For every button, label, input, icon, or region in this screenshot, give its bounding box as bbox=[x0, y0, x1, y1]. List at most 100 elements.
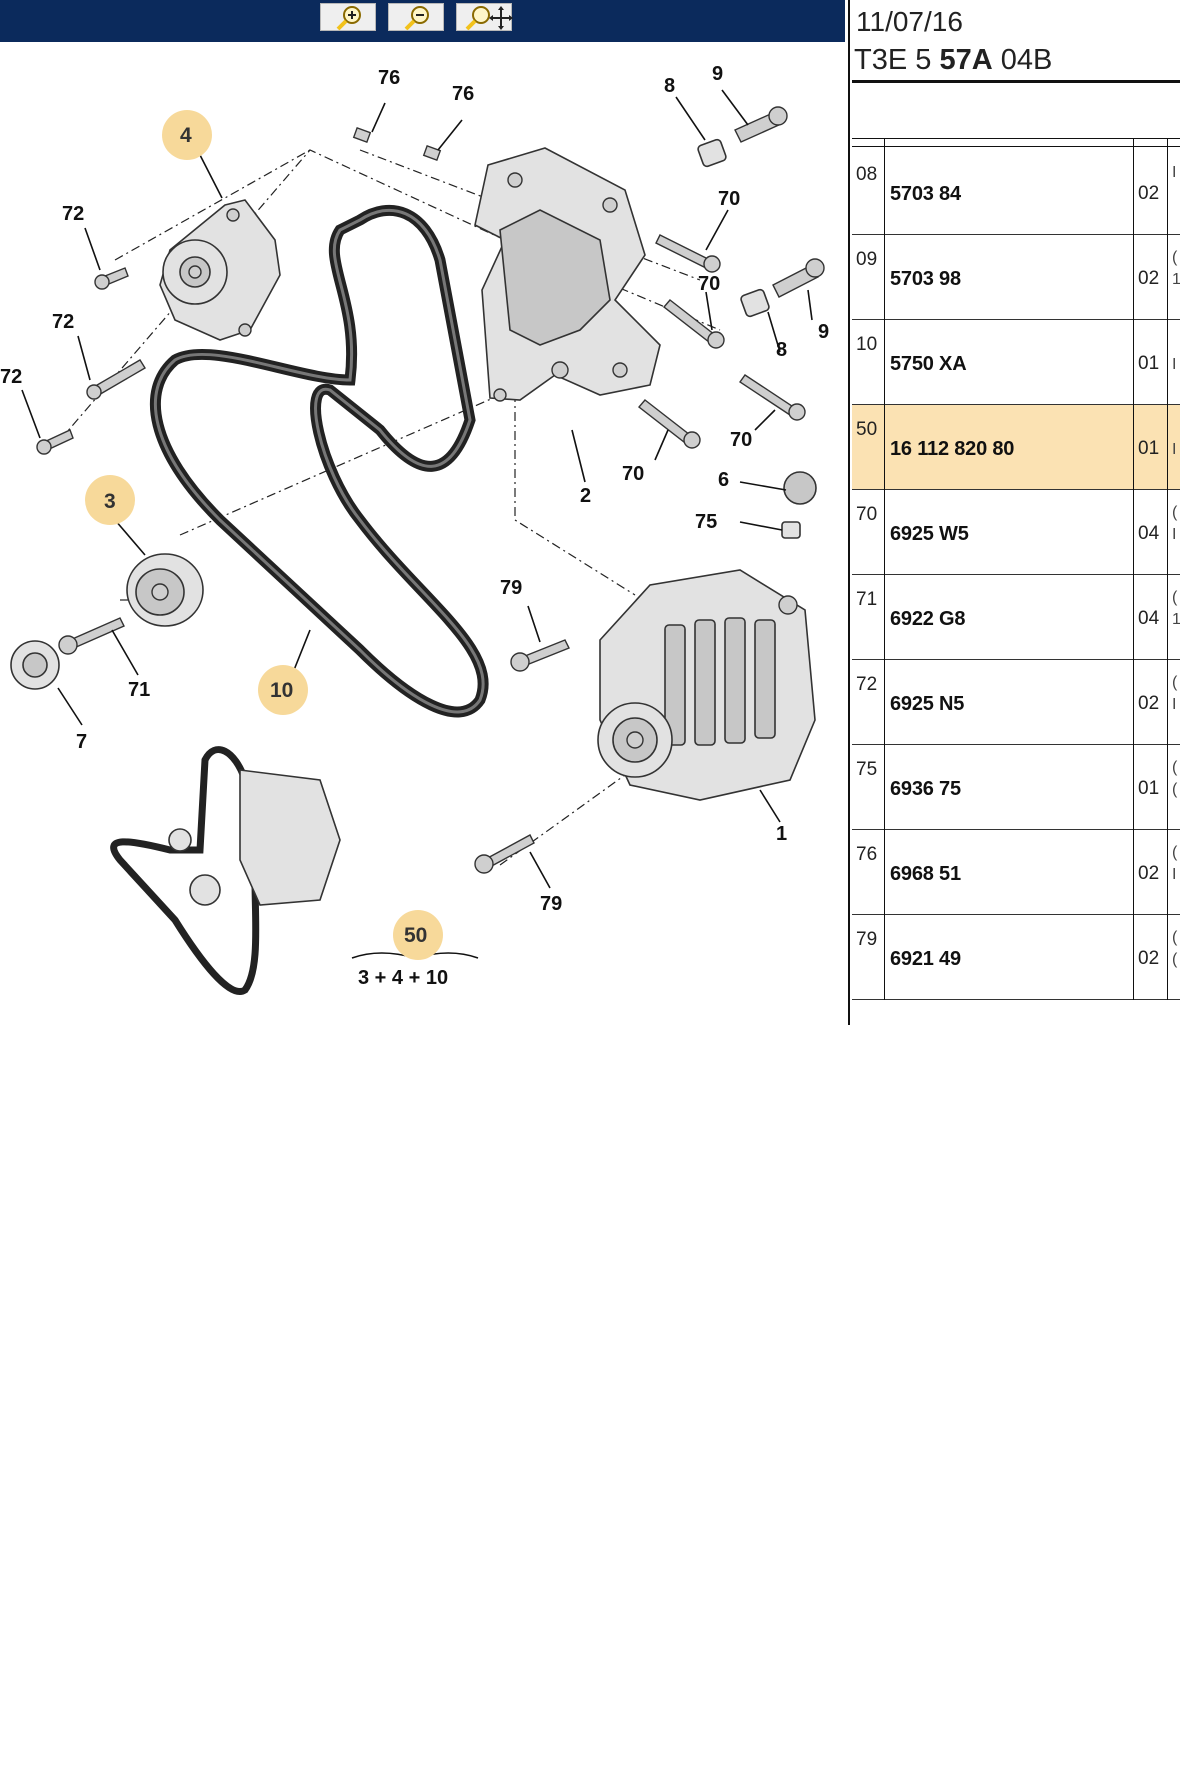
callout-72[interactable]: 72 bbox=[62, 203, 84, 225]
callout-10[interactable]: 10 bbox=[270, 679, 293, 702]
quantity-cell: 02 bbox=[1138, 183, 1160, 204]
belt-routing-inset[interactable] bbox=[110, 746, 341, 995]
bolt-72[interactable] bbox=[36, 429, 74, 455]
callout-8[interactable]: 8 bbox=[664, 75, 675, 97]
zoom-in-button[interactable] bbox=[320, 3, 376, 31]
callout-50[interactable]: 50 bbox=[404, 924, 427, 947]
callout-71[interactable]: 71 bbox=[128, 679, 150, 701]
diagram-toolbar bbox=[0, 0, 845, 42]
truncated-cell: ( bbox=[1172, 759, 1178, 776]
zoom-in-icon bbox=[336, 6, 361, 31]
belt-tensioner[interactable] bbox=[159, 199, 281, 341]
callout-4[interactable]: 4 bbox=[180, 124, 192, 147]
part-row[interactable]: 70 6925 W5 04 ( I bbox=[852, 490, 1180, 575]
part-row[interactable]: 72 6925 N5 02 ( I bbox=[852, 660, 1180, 745]
part-row[interactable]: 71 6922 G8 04 ( 1 bbox=[852, 575, 1180, 660]
callout-6[interactable]: 6 bbox=[718, 469, 729, 491]
ref-cell: 79 bbox=[856, 929, 878, 950]
quantity-cell: 04 bbox=[1138, 608, 1160, 629]
truncated-cell: ( bbox=[1172, 951, 1178, 968]
ref-cell: 09 bbox=[856, 249, 878, 270]
panel-divider bbox=[848, 0, 850, 1025]
bolt-76[interactable] bbox=[352, 127, 372, 143]
callout-79[interactable]: 79 bbox=[540, 893, 562, 915]
spacer-8[interactable] bbox=[697, 138, 727, 168]
part-number-cell: 6936 75 bbox=[890, 778, 961, 800]
callout-79[interactable]: 79 bbox=[500, 577, 522, 599]
pan-button[interactable] bbox=[456, 3, 513, 31]
bolt-9[interactable] bbox=[772, 258, 825, 298]
callout-1[interactable]: 1 bbox=[776, 823, 787, 845]
callout-2[interactable]: 2 bbox=[580, 485, 591, 507]
part-number-cell: 16 112 820 80 bbox=[890, 438, 1015, 460]
spacer-8[interactable] bbox=[740, 288, 770, 318]
alignment-line bbox=[359, 149, 701, 281]
mounting-bracket[interactable] bbox=[474, 147, 661, 402]
table-header-rule bbox=[852, 146, 1180, 147]
callout-9[interactable]: 9 bbox=[712, 63, 723, 85]
bolt-72[interactable] bbox=[86, 359, 146, 400]
callout-7[interactable]: 7 bbox=[76, 731, 87, 753]
bolt-70[interactable] bbox=[662, 299, 725, 349]
callout-76[interactable]: 76 bbox=[452, 83, 474, 105]
alternator[interactable] bbox=[597, 569, 816, 801]
exploded-view-drawing: 76 76 8 9 4 72 72 72 70 70 70 70 9 8 2 6… bbox=[0, 63, 829, 995]
truncated-cell: I bbox=[1172, 526, 1177, 543]
truncated-cell: ( bbox=[1172, 504, 1178, 521]
parts-diagram[interactable]: 76 76 8 9 4 72 72 72 70 70 70 70 9 8 2 6… bbox=[0, 42, 845, 1022]
bolt-9[interactable] bbox=[734, 106, 788, 143]
callout-72[interactable]: 72 bbox=[52, 311, 74, 333]
bolt-76[interactable] bbox=[422, 145, 442, 161]
pulley-cap[interactable] bbox=[10, 640, 60, 690]
column-divider bbox=[1167, 138, 1168, 1000]
ref-cell: 76 bbox=[856, 844, 878, 865]
callout-3[interactable]: 3 bbox=[104, 490, 116, 513]
table-top-rule bbox=[852, 138, 1180, 139]
ref-cell: 72 bbox=[856, 674, 878, 695]
callout-76[interactable]: 76 bbox=[378, 67, 400, 89]
callout-8[interactable]: 8 bbox=[776, 339, 787, 361]
part-row[interactable]: 09 5703 98 02 ( 1 bbox=[852, 235, 1180, 320]
ref-cell: 10 bbox=[856, 334, 878, 355]
callout-70[interactable]: 70 bbox=[622, 463, 644, 485]
ref-cell: 50 bbox=[856, 419, 878, 440]
truncated-cell: ( bbox=[1172, 674, 1178, 691]
zoom-pan-icon bbox=[465, 6, 513, 31]
part-row[interactable]: 08 5703 84 02 I bbox=[852, 150, 1180, 235]
bolt-70[interactable] bbox=[739, 374, 806, 421]
part-number-cell: 6921 49 bbox=[890, 948, 961, 970]
zoom-out-button[interactable] bbox=[388, 3, 444, 31]
callout-9[interactable]: 9 bbox=[818, 321, 829, 343]
bolt-79[interactable] bbox=[510, 639, 570, 672]
part-number-cell: 6922 G8 bbox=[890, 608, 966, 630]
cap-6[interactable] bbox=[783, 471, 817, 505]
bolt-70[interactable] bbox=[637, 399, 701, 449]
truncated-cell: 1 bbox=[1172, 271, 1180, 288]
bolt-79[interactable] bbox=[474, 834, 535, 874]
truncated-cell: ( bbox=[1172, 781, 1178, 798]
quantity-cell: 02 bbox=[1138, 268, 1160, 289]
part-row[interactable]: 76 6968 51 02 ( I bbox=[852, 830, 1180, 915]
alignment-line bbox=[514, 260, 636, 596]
bolt-70[interactable] bbox=[655, 234, 721, 273]
bolt-71[interactable] bbox=[58, 617, 125, 655]
callout-highlight bbox=[393, 910, 443, 960]
callout-70[interactable]: 70 bbox=[730, 429, 752, 451]
callout-70[interactable]: 70 bbox=[698, 273, 720, 295]
idler-pulley[interactable] bbox=[126, 553, 204, 627]
callout-highlight bbox=[85, 475, 135, 525]
callout-highlight bbox=[258, 665, 308, 715]
ref-cell: 08 bbox=[856, 164, 878, 185]
part-row[interactable]: 10 5750 XA 01 I bbox=[852, 320, 1180, 405]
truncated-cell: ( bbox=[1172, 929, 1178, 946]
truncated-cell: ( bbox=[1172, 249, 1178, 266]
part-row[interactable]: 75 6936 75 01 ( ( bbox=[852, 745, 1180, 830]
bolt-72[interactable] bbox=[94, 267, 129, 290]
part-row-selected[interactable]: 50 16 112 820 80 01 I bbox=[852, 405, 1180, 490]
part-row[interactable]: 79 6921 49 02 ( ( bbox=[852, 915, 1180, 1000]
callout-72[interactable]: 72 bbox=[0, 366, 22, 388]
part-number-cell: 5750 XA bbox=[890, 353, 967, 375]
callout-75[interactable]: 75 bbox=[695, 511, 717, 533]
nut-75[interactable] bbox=[781, 521, 801, 539]
callout-70[interactable]: 70 bbox=[718, 188, 740, 210]
